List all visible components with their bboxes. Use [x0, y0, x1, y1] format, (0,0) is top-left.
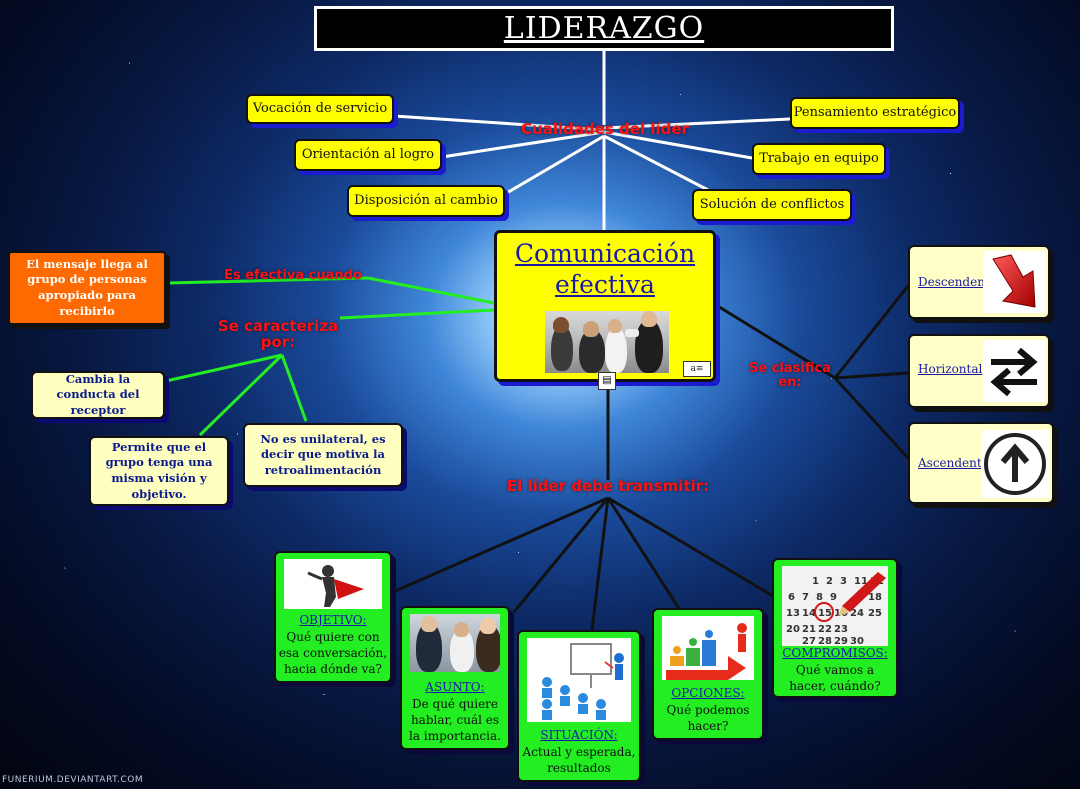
- classified-label: Se clasifica en:: [749, 361, 831, 390]
- svg-text:27: 27: [802, 636, 816, 646]
- classified-ascendente[interactable]: Ascendente: [908, 422, 1054, 504]
- descendente-link[interactable]: Descendente: [918, 275, 997, 289]
- svg-text:30: 30: [850, 636, 864, 646]
- situacion-heading: SITUACIÓN:: [540, 728, 618, 742]
- expand-icon[interactable]: ▤: [598, 372, 616, 390]
- objetivo-heading: OBJETIVO:: [299, 613, 367, 627]
- center-node[interactable]: Comunicación efectiva a≡: [494, 230, 716, 382]
- horizontal-link[interactable]: Horizontal: [918, 362, 983, 376]
- objetivo-text: Qué quiere con esa conversación, hacia d…: [278, 630, 388, 677]
- main-title: LIDERAZGO: [314, 6, 894, 51]
- center-title-line2: efectiva: [555, 270, 655, 299]
- transmit-opciones[interactable]: OPCIONES: Qué podemos hacer?: [652, 608, 764, 740]
- svg-text:15: 15: [818, 608, 832, 619]
- arrow-up-circle-icon: [981, 430, 1049, 498]
- svg-text:2: 2: [826, 576, 833, 587]
- meeting-photo-icon: [545, 311, 669, 373]
- transmit-objetivo[interactable]: OBJETIVO: Qué quiere con esa conversació…: [274, 551, 392, 683]
- note-icon[interactable]: a≡: [683, 361, 711, 377]
- svg-text:7: 7: [802, 592, 809, 603]
- effective-label: Es efectiva cuando: [224, 268, 362, 283]
- target-figure-icon: [284, 559, 382, 609]
- effective-item[interactable]: El mensaje llega al grupo de personas ap…: [8, 251, 166, 325]
- center-title-line1: Comunicación: [514, 239, 696, 268]
- arrow-down-red-icon: [983, 251, 1045, 313]
- meeting-people-icon: [410, 614, 500, 672]
- asunto-heading: ASUNTO:: [425, 680, 485, 694]
- opciones-text: Qué podemos hacer?: [666, 703, 750, 734]
- asunto-text: De qué quiere hablar, cuál es la importa…: [409, 697, 501, 744]
- arrows-left-right-icon: [983, 340, 1045, 402]
- quality-vocacion[interactable]: Vocación de servicio: [246, 94, 394, 124]
- transmit-asunto[interactable]: ASUNTO: De qué quiere hablar, cuál es la…: [400, 606, 510, 750]
- svg-text:9: 9: [830, 592, 837, 603]
- watermark: FUNERIUM.DEVIANTART.COM: [2, 775, 144, 785]
- svg-text:1: 1: [812, 576, 819, 587]
- transmit-situacion[interactable]: SITUACIÓN: Actual y esperada, resultados: [517, 630, 641, 782]
- svg-text:29: 29: [834, 636, 848, 646]
- ascendente-link[interactable]: Ascendente: [918, 456, 989, 470]
- stairs-figures-icon: [662, 616, 754, 680]
- svg-text:3: 3: [840, 576, 847, 587]
- situacion-text: Actual y esperada, resultados: [522, 745, 636, 776]
- svg-text:28: 28: [818, 636, 832, 646]
- quality-solucion[interactable]: Solución de conflictos: [692, 189, 852, 221]
- svg-text:21: 21: [802, 624, 816, 635]
- svg-text:20: 20: [786, 624, 800, 635]
- svg-text:6: 6: [788, 592, 795, 603]
- svg-text:22: 22: [818, 624, 832, 635]
- opciones-heading: OPCIONES:: [671, 686, 745, 700]
- quality-pensamiento[interactable]: Pensamiento estratégico: [790, 97, 960, 129]
- svg-text:23: 23: [834, 624, 848, 635]
- svg-text:18: 18: [868, 592, 882, 603]
- quality-trabajo[interactable]: Trabajo en equipo: [752, 143, 886, 175]
- presentation-icon: [527, 638, 631, 722]
- compromisos-heading: COMPROMISOS:: [782, 646, 888, 660]
- transmit-label: El líder debe transmitir:: [506, 477, 710, 495]
- classified-descendente[interactable]: Descendente: [908, 245, 1050, 319]
- qualities-label: Cualidades del líder: [521, 120, 689, 138]
- characterized-item-2[interactable]: Permite que el grupo tenga una misma vis…: [89, 436, 229, 506]
- svg-text:14: 14: [802, 608, 816, 619]
- quality-disposicion[interactable]: Disposición al cambio: [347, 185, 505, 217]
- svg-text:8: 8: [816, 592, 823, 603]
- svg-text:11: 11: [854, 576, 868, 587]
- svg-text:24: 24: [850, 608, 864, 619]
- svg-text:25: 25: [868, 608, 882, 619]
- characterized-item-3[interactable]: No es unilateral, es decir que motiva la…: [243, 423, 403, 487]
- svg-text:13: 13: [786, 608, 800, 619]
- quality-orientacion[interactable]: Orientación al logro: [294, 139, 442, 171]
- compromisos-text: Qué vamos a hacer, cuándo?: [789, 663, 881, 694]
- characterized-item-1[interactable]: Cambia la conducta del receptor: [31, 371, 165, 419]
- characterized-label: Se caracteriza por:: [217, 317, 339, 351]
- classified-horizontal[interactable]: Horizontal: [908, 334, 1050, 408]
